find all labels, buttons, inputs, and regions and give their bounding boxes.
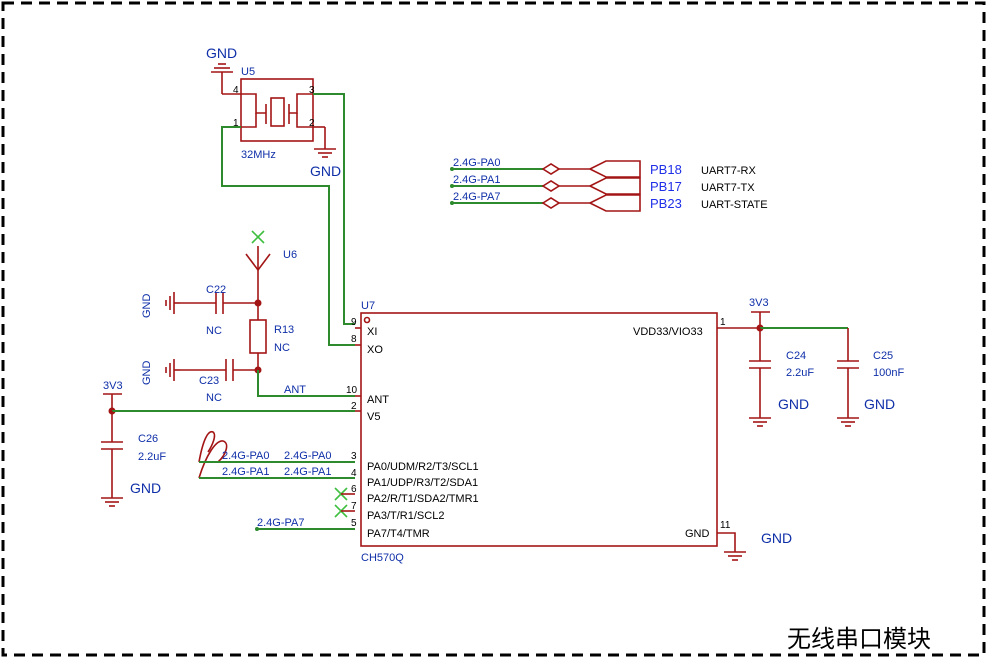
c23-ref: C23 [199, 375, 219, 387]
mcu-pin-7-name: PA3/T/R1/SCL2 [367, 510, 444, 522]
mcu-pin-5-name: PA7/T4/TMR [367, 528, 430, 540]
port-pb17-signal: UART7-TX [701, 182, 755, 194]
r13-ref: R13 [274, 324, 294, 336]
v33-label-left: 3V3 [103, 380, 123, 392]
port-net-0: 2.4G-PA0 [453, 157, 501, 169]
gnd-symbol-c24 [748, 411, 772, 427]
port-net-1: 2.4G-PA1 [453, 174, 501, 186]
crystal-pin-4: 4 [233, 85, 239, 96]
crystal-u5: 4 3 1 2 U5 32MHz [233, 66, 315, 161]
c24-value: 2.2uF [786, 367, 814, 379]
net-pa7-left: 2.4G-PA7 [257, 517, 305, 529]
gnd-label-c25: GND [864, 396, 895, 412]
gnd-label-mcu: GND [761, 530, 792, 546]
port-pb17: 2.4G-PA1 PB17 UART7-TX [450, 174, 755, 195]
mcu-pin-11-num: 11 [720, 520, 731, 531]
mcu-pin-7-num: 7 [351, 501, 357, 512]
port-pb18-signal: UART7-RX [701, 165, 756, 177]
net-ant: ANT [284, 384, 306, 396]
port-pb23: 2.4G-PA7 PB23 UART-STATE [450, 191, 768, 212]
port-pb17-name: PB17 [650, 179, 682, 194]
c25-ref: C25 [873, 350, 893, 362]
wire-xo [221, 126, 355, 346]
c26-value: 2.2uF [138, 451, 166, 463]
v33-label-right: 3V3 [749, 297, 769, 309]
mcu-pin-2-num: 2 [351, 401, 357, 412]
crystal-pin-2: 2 [309, 118, 315, 129]
antenna-u6: U6 [245, 230, 297, 303]
mcu-pin-6-num: 6 [351, 484, 357, 495]
c23-value: NC [206, 392, 222, 404]
mcu-pin-6-name: PA2/R/T1/SDA2/TMR1 [367, 493, 479, 505]
mcu-u7: U7 CH570Q 9 XI 8 XO 10 ANT 2 V5 3 PA0/UD… [346, 300, 760, 564]
mcu-pin-10-name: ANT [367, 394, 389, 406]
mcu-pin-2-name: V5 [367, 411, 380, 423]
mcu-pin-9-name: XI [367, 326, 377, 338]
gnd-symbol-crystal [313, 142, 337, 158]
port-pb18: 2.4G-PA0 PB18 UART7-RX [450, 157, 756, 178]
crystal-value: 32MHz [241, 149, 276, 161]
mcu-pin-3-name: PA0/UDM/R2/T3/SCL1 [367, 461, 479, 473]
mcu-pin-3-num: 3 [351, 451, 357, 462]
mcu-pin-11-name: GND [685, 528, 710, 540]
sheet-title: 无线串口模块 [787, 625, 931, 653]
crystal-pin-1: 1 [233, 118, 239, 129]
c22-value: NC [206, 325, 222, 337]
net-pa1-b: 2.4G-PA1 [284, 466, 332, 478]
c25-value: 100nF [873, 367, 904, 379]
gnd-label-c23: GND [141, 361, 153, 386]
gnd-label-c22: GND [141, 294, 153, 319]
mcu-pin-1-name: VDD33/VIO33 [633, 326, 703, 338]
port-pb18-name: PB18 [650, 162, 682, 177]
antenna-ref: U6 [283, 249, 297, 261]
net-pa0-b: 2.4G-PA0 [284, 450, 332, 462]
signal-loop-marker [198, 431, 228, 479]
wire-xi [313, 93, 355, 325]
c26-ref: C26 [138, 433, 158, 445]
gnd-label-crystal-top: GND [206, 45, 237, 61]
port-pb23-name: PB23 [650, 196, 682, 211]
c22-ref: C22 [206, 284, 226, 296]
port-pb23-signal: UART-STATE [701, 199, 768, 211]
mcu-pin-4-num: 4 [351, 468, 357, 479]
gnd-label-c24: GND [778, 396, 809, 412]
crystal-pin-3: 3 [309, 85, 315, 96]
mcu-ref: U7 [361, 300, 375, 312]
gnd-label-c26: GND [130, 480, 161, 496]
net-pa1-a: 2.4G-PA1 [222, 466, 270, 478]
c24-ref: C24 [786, 350, 806, 362]
gnd-symbol-c23 [165, 358, 181, 382]
gnd-symbol-c26 [100, 491, 124, 507]
gnd-symbol-c25 [836, 411, 860, 427]
net-pa0-a: 2.4G-PA0 [222, 450, 270, 462]
mcu-pin-10-num: 10 [346, 385, 358, 396]
gnd-symbol-mcu [723, 545, 747, 561]
mcu-pin-8-name: XO [367, 344, 383, 356]
mcu-pin-1-num: 1 [720, 317, 726, 328]
mcu-pin-5-num: 5 [351, 518, 357, 529]
gnd-label-crystal-right: GND [310, 163, 341, 179]
crystal-ref: U5 [241, 66, 255, 78]
mcu-pin-4-name: PA1/UDP/R3/T2/SDA1 [367, 477, 478, 489]
r13-value: NC [274, 342, 290, 354]
mcu-part: CH570Q [361, 552, 404, 564]
mcu-pin-9-num: 9 [351, 317, 357, 328]
gnd-symbol-c22 [165, 291, 181, 315]
wire-ant [257, 370, 355, 397]
port-net-2: 2.4G-PA7 [453, 191, 501, 203]
mcu-pin-8-num: 8 [351, 334, 357, 345]
